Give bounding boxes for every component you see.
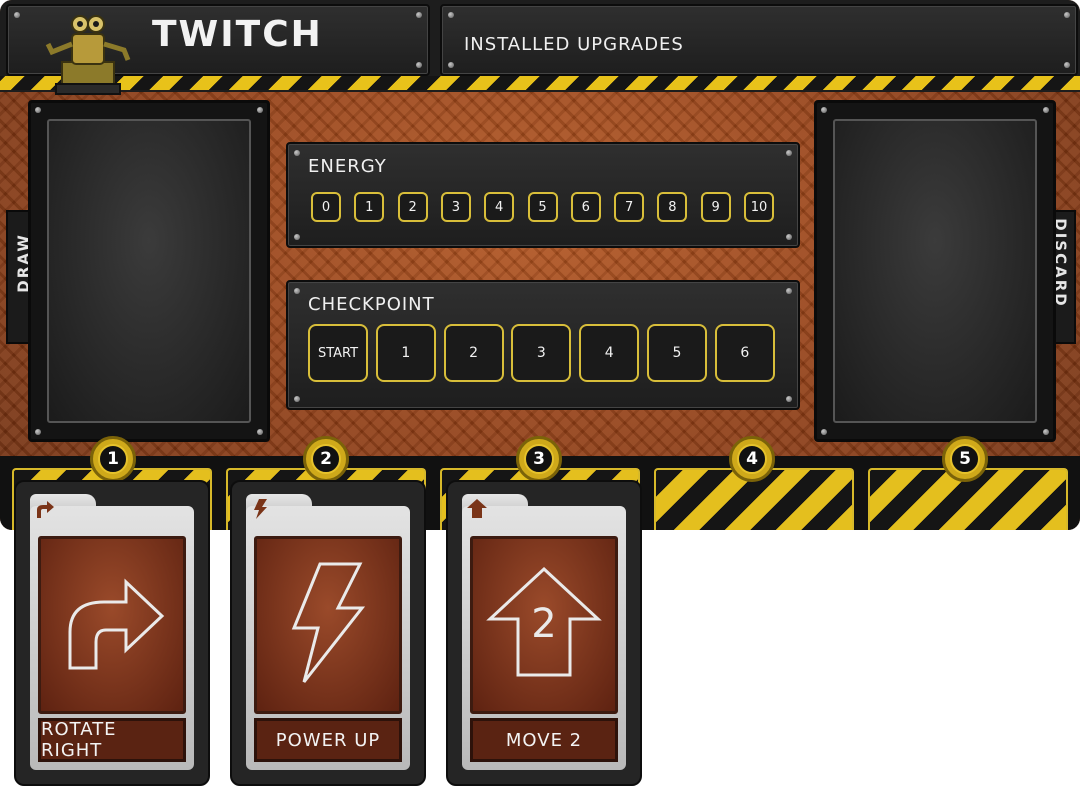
player-mat: TWITCH INSTALLED UPGRADES DRAW DISCARD E…: [0, 0, 1080, 530]
register-gear-icon: 4: [729, 436, 775, 482]
energy-box-9[interactable]: 9: [700, 192, 731, 222]
card-art: [38, 536, 186, 714]
rivet: [294, 288, 300, 294]
energy-box-5[interactable]: 5: [527, 192, 558, 222]
rivet: [786, 396, 792, 402]
program-card[interactable]: POWER UP: [230, 480, 426, 786]
energy-box-10[interactable]: 10: [744, 192, 774, 222]
register-number: 2: [311, 444, 341, 474]
rivet: [1064, 62, 1070, 68]
card-mini-lightning-bolt-icon: [250, 498, 272, 520]
rivet: [821, 429, 827, 435]
register-gear-icon: 5: [942, 436, 988, 482]
rivet: [821, 107, 827, 113]
rivet: [14, 12, 20, 18]
installed-upgrades-label: INSTALLED UPGRADES: [464, 34, 684, 55]
rivet: [786, 234, 792, 240]
checkpoint-box-1[interactable]: 1: [375, 324, 436, 382]
rivet: [448, 62, 454, 68]
rivet: [1043, 429, 1049, 435]
installed-upgrades-plate[interactable]: [440, 4, 1078, 76]
draw-deck-area: [47, 119, 251, 423]
card-art: [254, 536, 402, 714]
energy-box-1[interactable]: 1: [354, 192, 385, 222]
energy-label: ENERGY: [308, 156, 387, 177]
rotate-right-arrow-icon: [52, 568, 172, 682]
register-number: 4: [737, 444, 767, 474]
lightning-bolt-icon: [278, 558, 378, 692]
register-gear-icon: 3: [516, 436, 562, 482]
rivet: [35, 429, 41, 435]
checkpoint-box-start[interactable]: START: [308, 324, 368, 382]
card-face: ROTATE RIGHT: [30, 506, 194, 770]
card-name: ROTATE RIGHT: [38, 718, 186, 762]
rivet: [786, 150, 792, 156]
card-name: MOVE 2: [470, 718, 618, 762]
move-2-arrow-icon: 2: [484, 563, 604, 687]
robot-mascot-icon: [45, 15, 131, 95]
card-icon-number: 2: [531, 601, 557, 647]
rivet: [257, 429, 263, 435]
energy-box-2[interactable]: 2: [397, 192, 428, 222]
register-gear-icon: 1: [90, 436, 136, 482]
card-mini-move-2-arrow-icon: [466, 498, 488, 520]
program-card[interactable]: ROTATE RIGHT: [14, 480, 210, 786]
rivet: [294, 396, 300, 402]
card-name: POWER UP: [254, 718, 402, 762]
rivet: [257, 107, 263, 113]
card-face: POWER UP: [246, 506, 410, 770]
rivet: [1043, 107, 1049, 113]
energy-box-7[interactable]: 7: [614, 192, 645, 222]
checkpoint-box-3[interactable]: 3: [511, 324, 572, 382]
robot-name: TWITCH: [152, 14, 323, 55]
energy-box-6[interactable]: 6: [570, 192, 601, 222]
discard-deck-area: [833, 119, 1037, 423]
checkpoint-box-5[interactable]: 5: [647, 324, 707, 382]
card-art: 2: [470, 536, 618, 714]
rivet: [294, 234, 300, 240]
checkpoint-box-6[interactable]: 6: [714, 324, 775, 382]
energy-box-8[interactable]: 8: [657, 192, 688, 222]
rivet: [416, 12, 422, 18]
checkpoint-box-2[interactable]: 2: [443, 324, 504, 382]
register-number: 1: [98, 444, 128, 474]
energy-box-4[interactable]: 4: [484, 192, 515, 222]
register-number: 3: [524, 444, 554, 474]
hazard-stripe-top: [0, 76, 1080, 90]
rivet: [35, 107, 41, 113]
rivet: [1064, 12, 1070, 18]
rivet: [294, 150, 300, 156]
checkpoint-box-4[interactable]: 4: [579, 324, 640, 382]
register-gear-icon: 2: [303, 436, 349, 482]
register-number: 5: [950, 444, 980, 474]
checkpoint-label: CHECKPOINT: [308, 294, 435, 315]
rivet: [416, 62, 422, 68]
discard-deck-slot[interactable]: [814, 100, 1056, 442]
rivet: [448, 12, 454, 18]
energy-box-0[interactable]: 0: [311, 192, 341, 222]
energy-box-3[interactable]: 3: [440, 192, 471, 222]
draw-deck-slot[interactable]: [28, 100, 270, 442]
card-mini-rotate-right-arrow-icon: [34, 498, 56, 520]
rivet: [786, 288, 792, 294]
